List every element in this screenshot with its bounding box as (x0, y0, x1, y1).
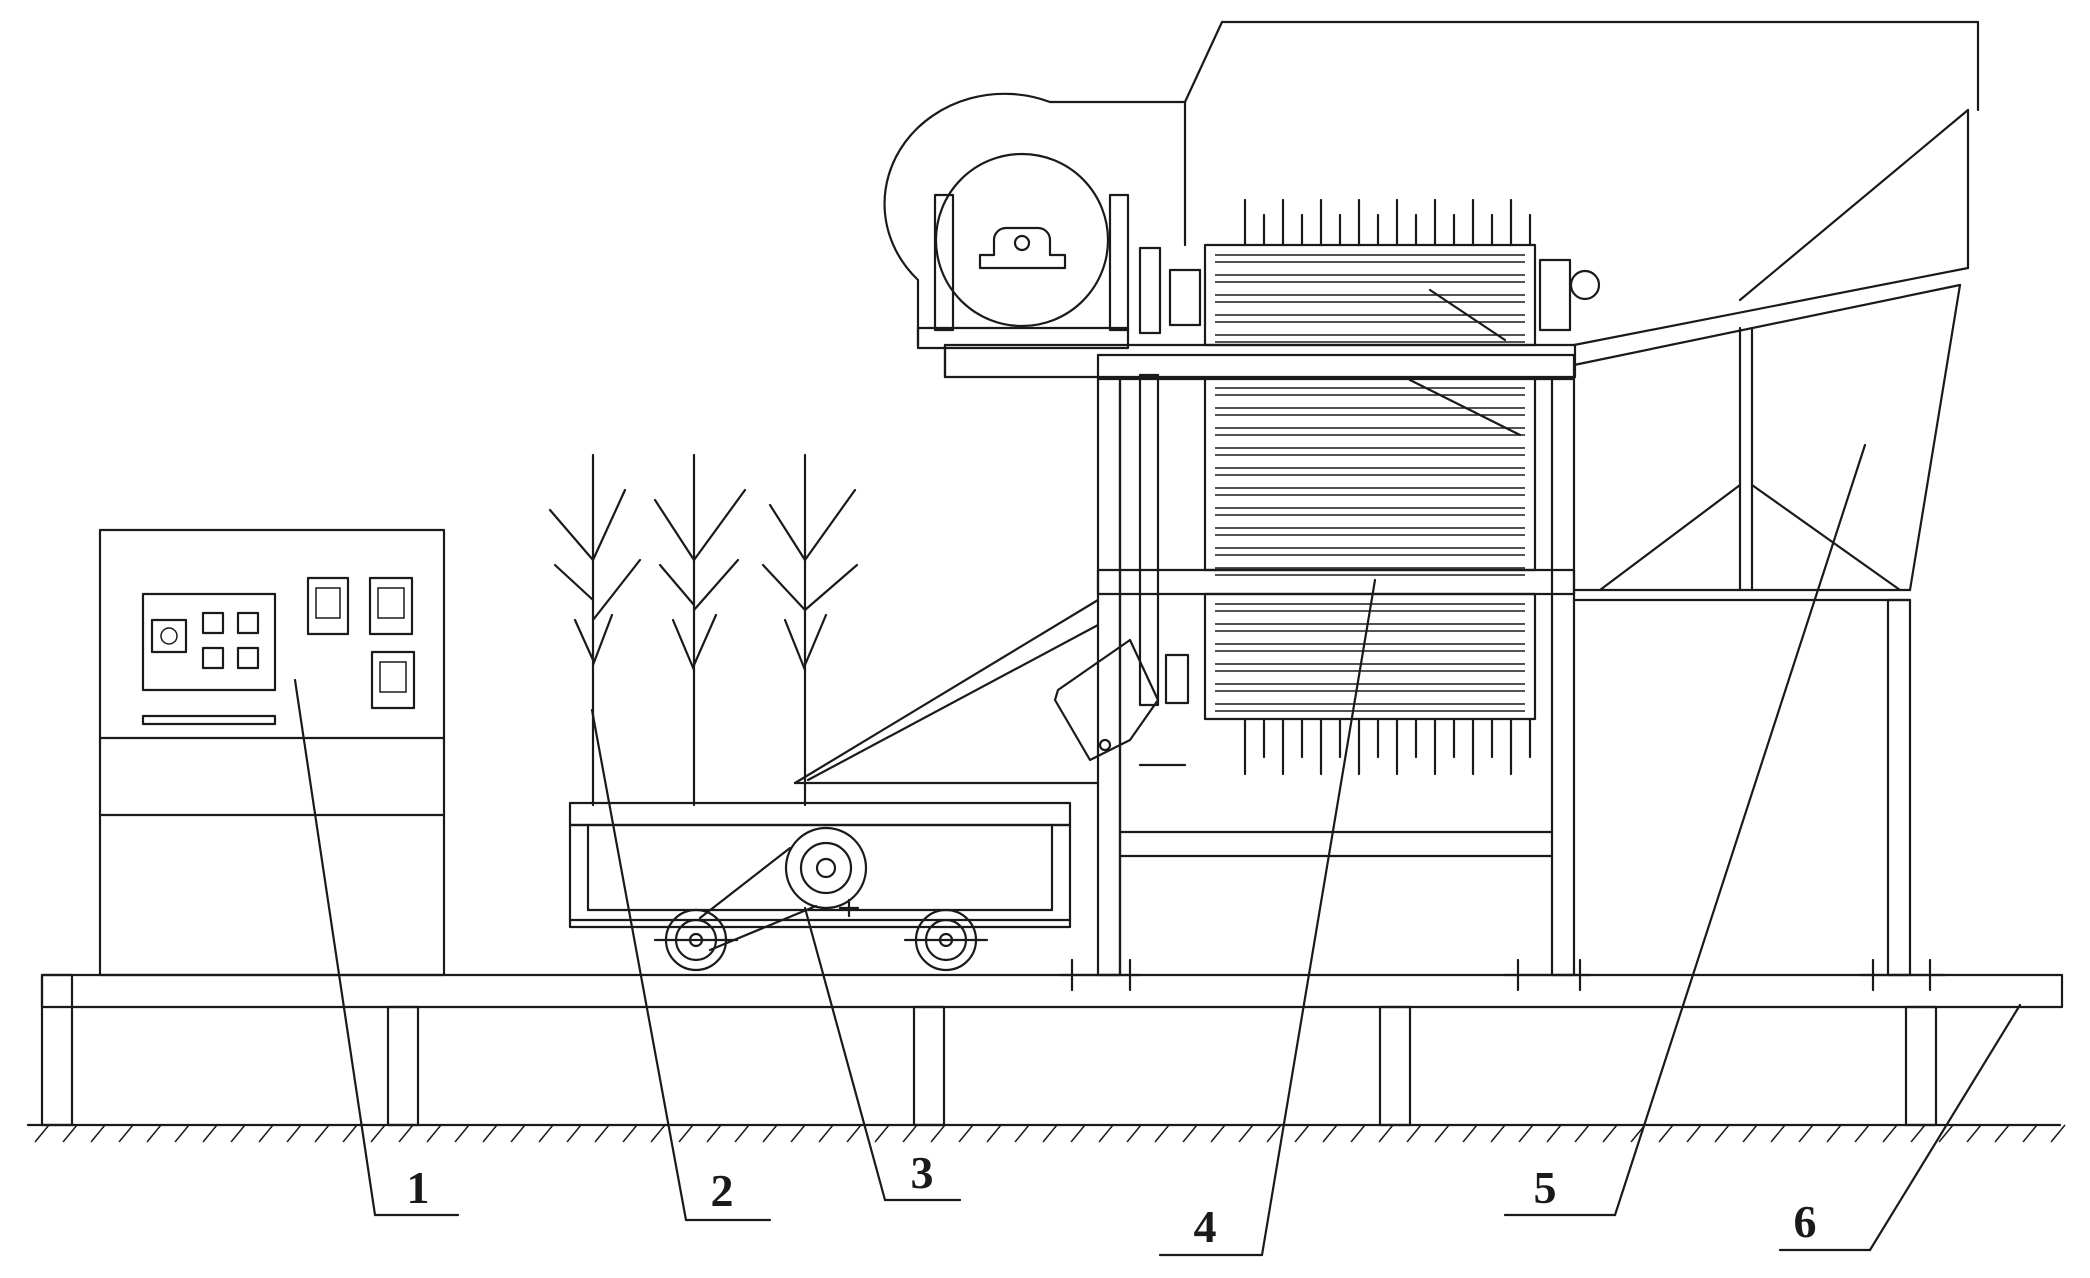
leader-lines (293, 443, 2022, 1257)
ground-hatch-mark (790, 1124, 806, 1143)
blower-fan (883, 20, 1980, 350)
ground-hatch-mark (1490, 1124, 1506, 1143)
ground-hatch-mark (230, 1124, 246, 1143)
ground-hatch-mark (1798, 1124, 1814, 1143)
ground-hatch-mark (1910, 1124, 1926, 1143)
ground-hatch-mark (1882, 1124, 1898, 1143)
conveyor-cart (568, 801, 1072, 972)
ground-hatch-mark (930, 1124, 946, 1143)
ground-hatch-mark (1210, 1124, 1226, 1143)
callout-3-label: 3 (911, 1147, 934, 1198)
ground-hatch-mark (258, 1124, 274, 1143)
ground-hatch-mark (1462, 1124, 1478, 1143)
ground-hatch-mark (202, 1124, 218, 1143)
ground-hatch-mark (1098, 1124, 1114, 1143)
ground-hatch-mark (1070, 1124, 1086, 1143)
ground-hatch-mark (958, 1124, 974, 1143)
ground-hatch-mark (482, 1124, 498, 1143)
ground-hatch-mark (1350, 1124, 1366, 1143)
ground-hatch-mark (678, 1124, 694, 1143)
ground-hatch-mark (1378, 1124, 1394, 1143)
ground-hatch-mark (1686, 1124, 1702, 1143)
ground-hatch-mark (398, 1124, 414, 1143)
ground-hatch-mark (1714, 1124, 1730, 1143)
ground-hatch-mark (846, 1124, 862, 1143)
ground-hatch-mark (1014, 1124, 1030, 1143)
callout-5-label: 5 (1534, 1162, 1557, 1213)
ground-hatch-mark (314, 1124, 330, 1143)
meter-gauge (368, 576, 414, 636)
ground-hatch-mark (2022, 1124, 2038, 1143)
ground-hatch-mark (1994, 1124, 2010, 1143)
ground-hatch-mark (1546, 1124, 1562, 1143)
ground-hatch-mark (1406, 1124, 1422, 1143)
ground-hatch-mark (62, 1124, 78, 1143)
callout-6-label: 6 (1794, 1196, 1817, 1247)
ground-hatch-mark (706, 1124, 722, 1143)
ground-hatch-mark (818, 1124, 834, 1143)
ground-hatch-mark (90, 1124, 106, 1143)
ground-hatch-mark (118, 1124, 134, 1143)
main-frame (793, 343, 1947, 992)
brush-roller-box (1138, 198, 1601, 776)
ground-hatch-mark (174, 1124, 190, 1143)
ground-hatch-mark (1966, 1124, 1982, 1143)
ground-hatch-mark (1574, 1124, 1590, 1143)
ground-hatch-mark (1322, 1124, 1338, 1143)
ground-hatch-mark (1434, 1124, 1450, 1143)
ground-hatch-mark (650, 1124, 666, 1143)
ground-hatch-mark (146, 1124, 162, 1143)
ground-hatch-mark (1938, 1124, 1954, 1143)
ground-hatch-mark (986, 1124, 1002, 1143)
ground-hatch-mark (454, 1124, 470, 1143)
ground-hatch-mark (538, 1124, 554, 1143)
ground-hatch-mark (1266, 1124, 1282, 1143)
ground-hatch-mark (762, 1124, 778, 1143)
control-panel-screen (141, 592, 277, 692)
ground-line (26, 1123, 2066, 1143)
ground-hatch-mark (510, 1124, 526, 1143)
ground-hatch-mark (1294, 1124, 1310, 1143)
ground-hatch-mark (622, 1124, 638, 1143)
ground-hatch-mark (1126, 1124, 1142, 1143)
ground-hatch-mark (734, 1124, 750, 1143)
ground-hatch-mark (1518, 1124, 1534, 1143)
ground-hatch-mark (1602, 1124, 1618, 1143)
ground-hatch-mark (1042, 1124, 1058, 1143)
ground-hatch-mark (1770, 1124, 1786, 1143)
ground-hatch-mark (902, 1124, 918, 1143)
ground-hatch-mark (1154, 1124, 1170, 1143)
callout-2-label: 2 (711, 1165, 734, 1216)
callout-4-label: 4 (1194, 1201, 1217, 1252)
ground-hatch-mark (286, 1124, 302, 1143)
ground-hatch-mark (370, 1124, 386, 1143)
control-cabinet (98, 528, 446, 977)
ground-hatch-mark (594, 1124, 610, 1143)
ground-hatch-mark (2050, 1124, 2066, 1143)
meter-gauge (370, 650, 416, 710)
callout-1-label: 1 (407, 1162, 430, 1213)
base-rail-frame (40, 973, 2064, 1127)
saplings (548, 453, 859, 807)
ground-hatch-mark (1238, 1124, 1254, 1143)
discharge-hopper (1572, 108, 1970, 977)
ground-hatch-mark (1854, 1124, 1870, 1143)
ground-hatch-mark (342, 1124, 358, 1143)
meter-gauge (306, 576, 350, 636)
ground-hatch-mark (426, 1124, 442, 1143)
ground-hatch-mark (1742, 1124, 1758, 1143)
ground-hatch-mark (1182, 1124, 1198, 1143)
ground-hatch-mark (874, 1124, 890, 1143)
ground-hatch-mark (566, 1124, 582, 1143)
ground-hatch-mark (1826, 1124, 1842, 1143)
ground-hatch-mark (1658, 1124, 1674, 1143)
ground-hatch-mark (34, 1124, 50, 1143)
